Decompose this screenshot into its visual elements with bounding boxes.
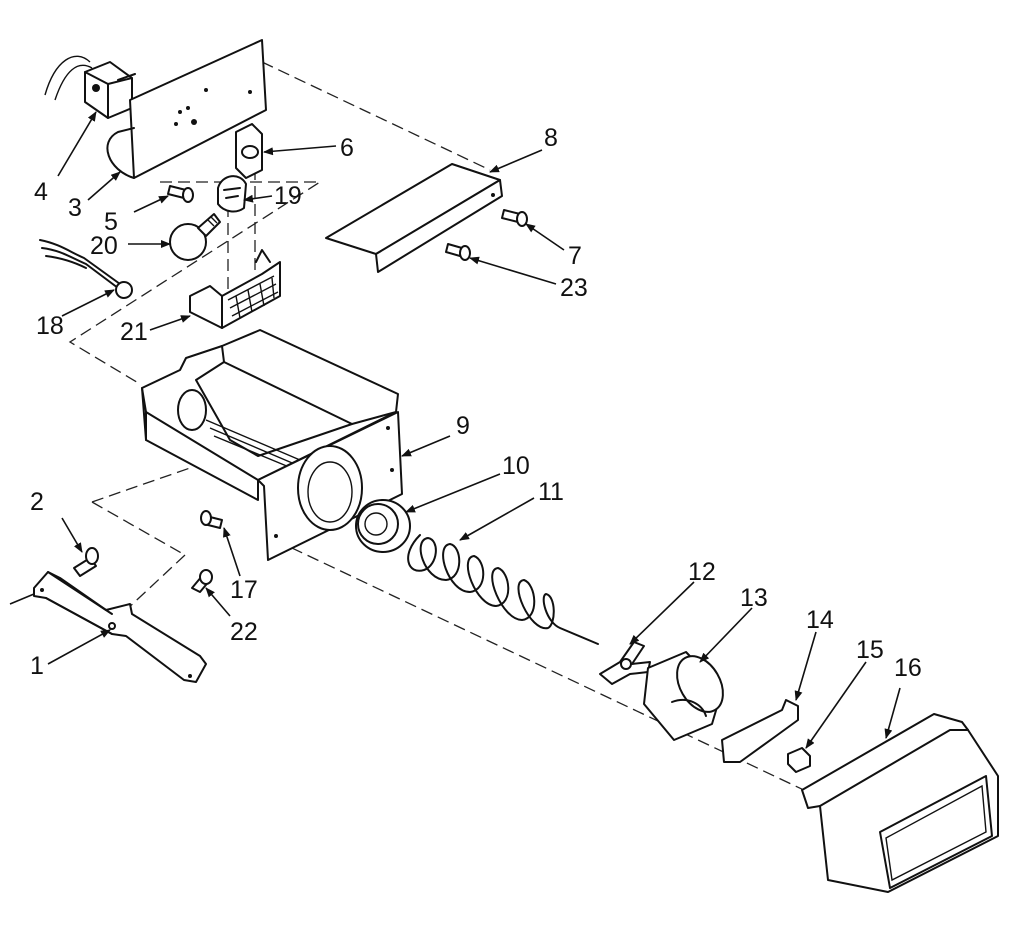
callout-4: 4 bbox=[34, 178, 48, 206]
callout-13: 13 bbox=[740, 584, 768, 612]
callout-22: 22 bbox=[230, 618, 258, 646]
callout-16: 16 bbox=[894, 654, 922, 682]
light-bulb-part bbox=[169, 213, 221, 261]
callout-2: 2 bbox=[30, 488, 44, 516]
nut-part bbox=[787, 747, 811, 773]
screw-part-22 bbox=[191, 569, 213, 593]
callout-14: 14 bbox=[806, 606, 834, 634]
callout-21: 21 bbox=[120, 318, 148, 346]
bracket-part-1 bbox=[33, 571, 207, 683]
bracket-part-14 bbox=[721, 699, 799, 763]
wire-harness-part bbox=[39, 239, 133, 299]
bearing-part bbox=[355, 499, 411, 553]
auger-spring-part bbox=[407, 534, 599, 645]
clip-part bbox=[235, 123, 263, 179]
callout-15: 15 bbox=[856, 636, 884, 664]
ice-bucket-part bbox=[141, 329, 403, 561]
motor-part bbox=[44, 55, 136, 119]
callout-7: 7 bbox=[568, 242, 582, 270]
callout-6: 6 bbox=[340, 134, 354, 162]
callout-19: 19 bbox=[274, 182, 302, 210]
front-cover-part bbox=[801, 713, 999, 893]
screw-part-5 bbox=[167, 185, 194, 203]
callout-17: 17 bbox=[230, 576, 258, 604]
screw-part-17 bbox=[200, 510, 223, 529]
lamp-socket-part bbox=[217, 175, 247, 213]
callout-10: 10 bbox=[502, 452, 530, 480]
screw-part-2 bbox=[73, 547, 99, 577]
lamp-shield-part bbox=[189, 249, 281, 329]
cover-plate-part bbox=[325, 163, 503, 273]
callout-23: 23 bbox=[560, 274, 588, 302]
callout-11: 11 bbox=[538, 478, 564, 506]
callout-9: 9 bbox=[456, 412, 470, 440]
callout-1: 1 bbox=[30, 652, 44, 680]
leader-arrows bbox=[9, 111, 901, 749]
callout-5: 5 bbox=[104, 208, 118, 236]
screw-part-23 bbox=[445, 243, 471, 261]
blade-part bbox=[599, 641, 651, 685]
motor-mounting-plate-part bbox=[106, 39, 267, 179]
callout-18: 18 bbox=[36, 312, 64, 340]
callout-labels: 1 2 3 4 5 6 7 8 9 10 11 12 13 14 15 16 1… bbox=[30, 124, 922, 682]
callout-3: 3 bbox=[68, 194, 82, 222]
callout-8: 8 bbox=[544, 124, 558, 152]
screw-part-7 bbox=[501, 209, 528, 227]
callout-12: 12 bbox=[688, 558, 716, 586]
ice-crusher-housing-part bbox=[643, 651, 724, 741]
callout-20: 20 bbox=[90, 232, 118, 260]
